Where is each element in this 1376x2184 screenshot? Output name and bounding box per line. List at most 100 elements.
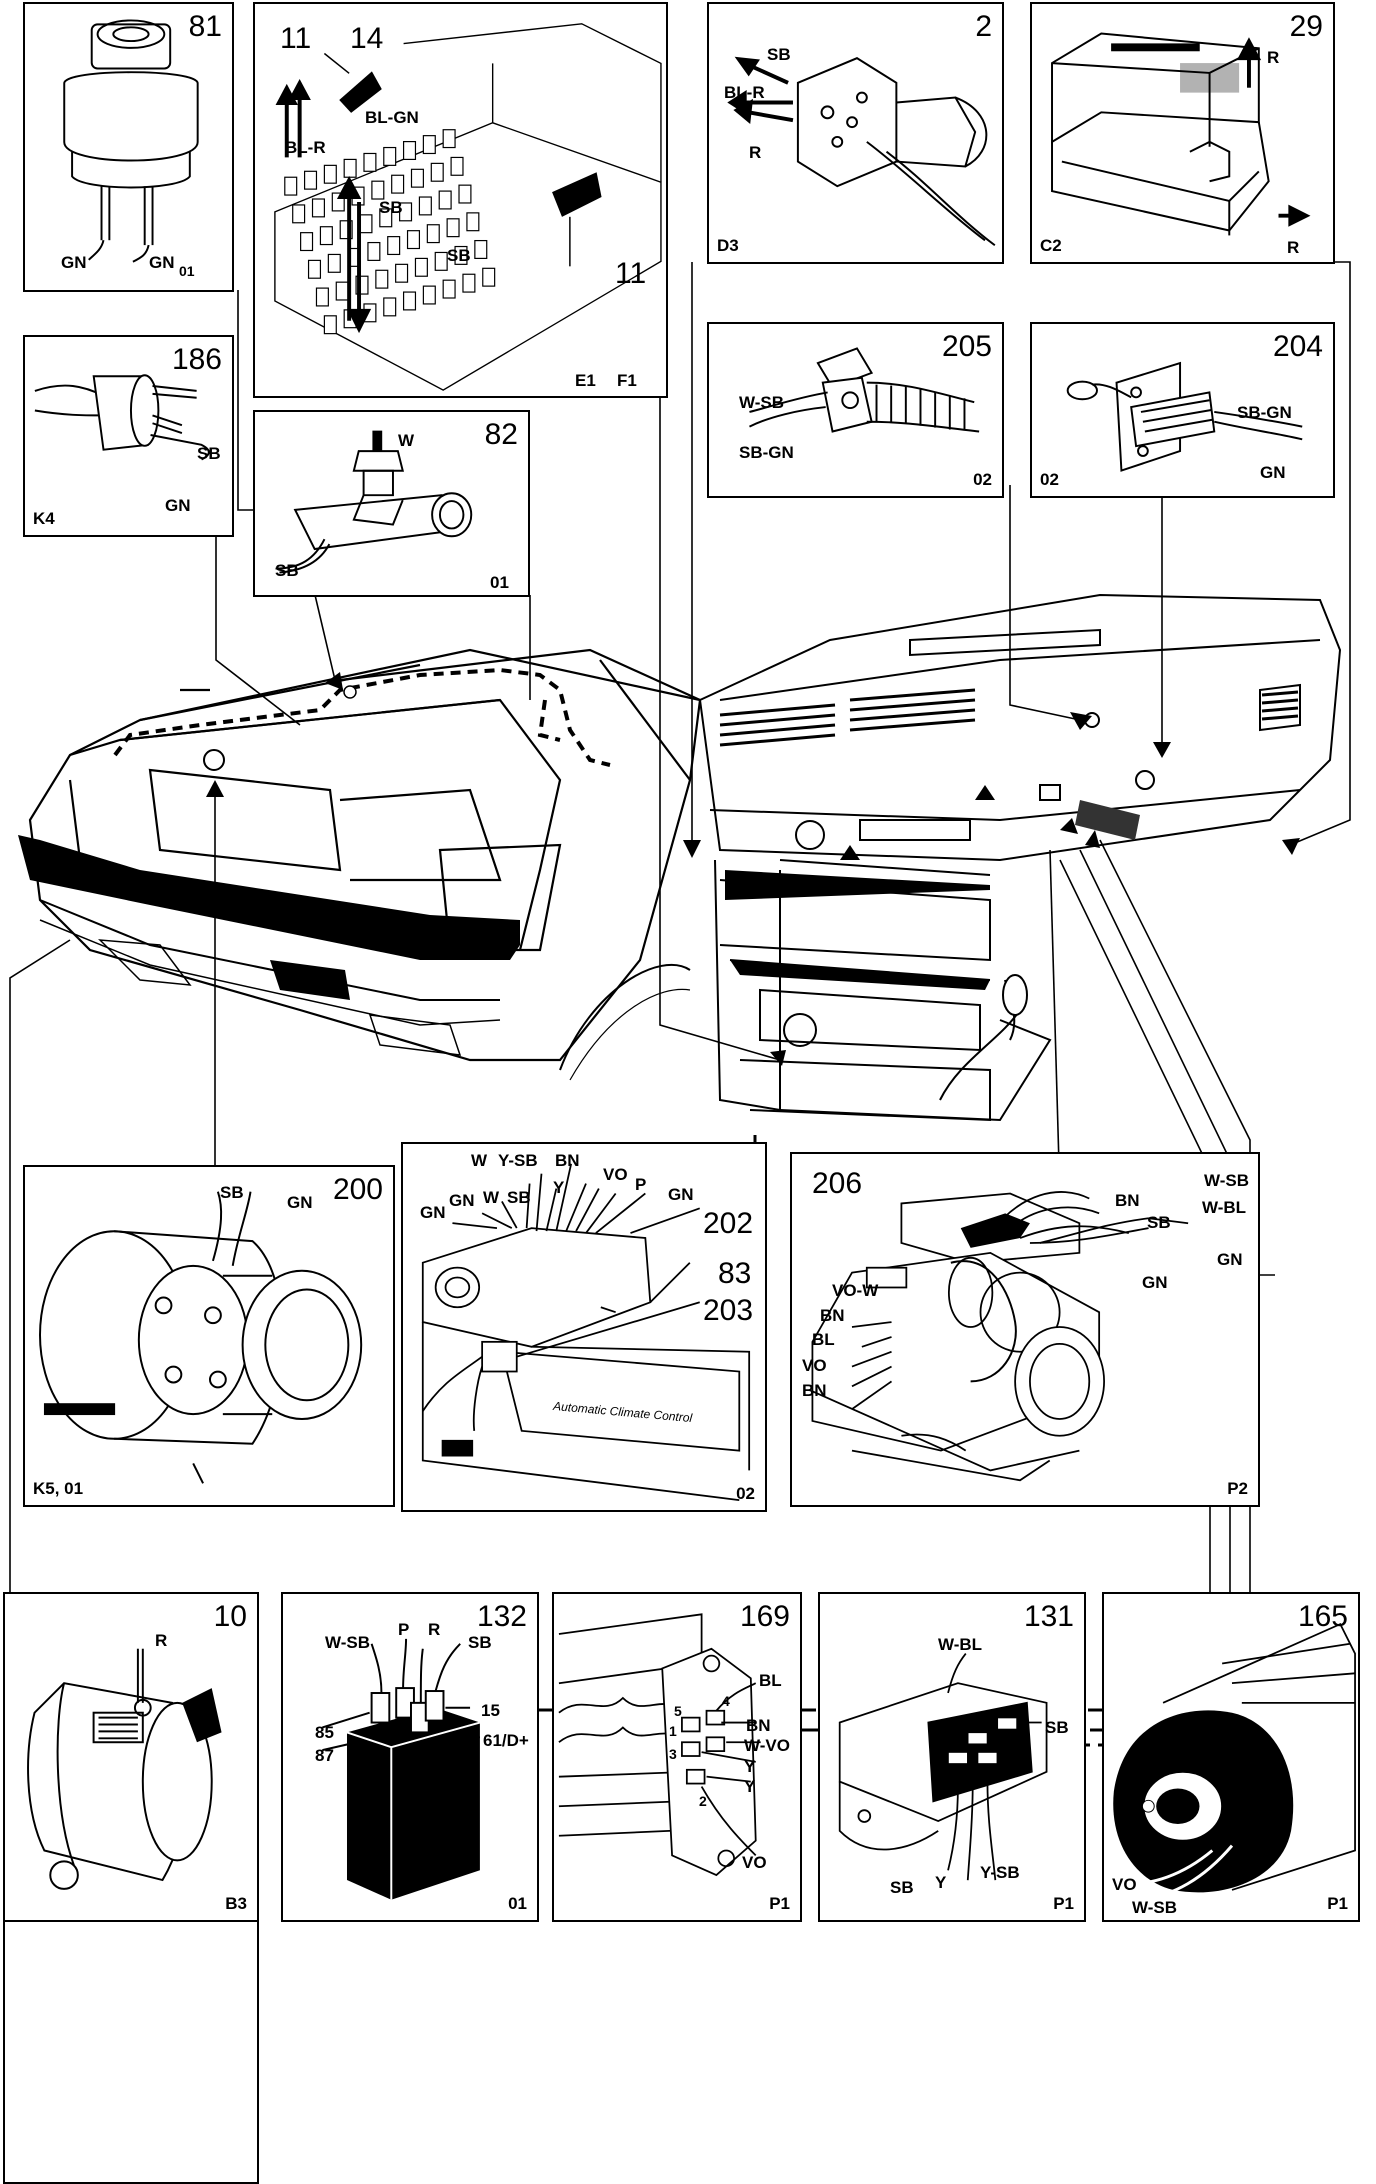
fuse-slot xyxy=(327,253,341,273)
fuse-slot xyxy=(426,224,440,244)
fuse-slot xyxy=(406,230,421,250)
compressor-clutch-icon xyxy=(39,1191,363,1484)
fuse-slot xyxy=(323,164,337,184)
wire-label-gn: GN xyxy=(149,253,175,272)
fuse-slot xyxy=(402,291,417,311)
wire-label-sb: SB xyxy=(197,444,221,463)
wire-label-bl-gn: BL-GN xyxy=(365,108,419,127)
fuse-slot xyxy=(303,170,318,190)
component-169-box: 169 BL BN W-VO Y Y VO 5 4 1 3 2 P1 xyxy=(552,1592,802,1922)
fuse-slot xyxy=(383,297,397,317)
fuse-slot xyxy=(335,281,349,301)
component-number: 132 xyxy=(476,1600,527,1633)
wire-label-bl: BL xyxy=(812,1330,835,1349)
fuse-slot xyxy=(418,196,432,216)
wire-label-sb: SB xyxy=(275,561,299,580)
location-code: 02 xyxy=(973,470,992,489)
wire-label-w-sb: W-SB xyxy=(739,393,784,412)
fuse-slot xyxy=(359,214,373,234)
wire-label-w-vo: W-VO xyxy=(744,1736,790,1755)
wire-label-sb: SB xyxy=(447,246,471,265)
location-code: P1 xyxy=(1327,1894,1348,1913)
wire-label-w-sb: W-SB xyxy=(1204,1171,1249,1190)
component-number: 205 xyxy=(941,330,992,363)
wire-label-w-bl: W-BL xyxy=(1202,1198,1247,1217)
pin-4: 4 xyxy=(722,1693,730,1709)
wire-label-vo: VO xyxy=(802,1356,827,1375)
component-number: 186 xyxy=(171,343,222,376)
wire-label-bn: BN xyxy=(820,1306,845,1325)
fuse-slot xyxy=(363,152,377,172)
component-number: 82 xyxy=(484,418,518,451)
pressure-switch-icon xyxy=(63,19,199,263)
location-code: P1 xyxy=(1053,1894,1074,1913)
wire-label-p: P xyxy=(398,1620,410,1639)
resistor-169-icon xyxy=(558,1613,761,1877)
fuse-slot xyxy=(474,239,488,259)
fuse-slot xyxy=(399,202,413,222)
location-code: P1 xyxy=(769,1894,790,1913)
wire-label-w: W xyxy=(471,1151,488,1170)
wire-label-y: Y xyxy=(744,1777,756,1796)
fuse-slot xyxy=(466,212,480,232)
relay-unit-icon xyxy=(1051,32,1311,236)
wire-label-sb: SB xyxy=(1147,1213,1171,1232)
light-switch-icon xyxy=(727,56,996,247)
wire-label-gn: GN xyxy=(287,1193,313,1212)
component-number: 131 xyxy=(1023,1600,1074,1633)
location-code: 01 xyxy=(508,1894,527,1913)
component-29-box: 29 R R C2 xyxy=(1030,2,1335,264)
fuse-slot xyxy=(434,251,448,271)
wire-label-gn: GN xyxy=(1142,1273,1168,1292)
location-code: B3 xyxy=(225,1894,247,1913)
relay-132-icon xyxy=(322,1638,481,1900)
fuse-slot xyxy=(454,245,468,265)
wire-label-sb: SB xyxy=(1045,1718,1069,1737)
wire-label-gn: GN xyxy=(668,1185,694,1204)
wire-label-r: R xyxy=(155,1631,168,1650)
component-number-11: 11 xyxy=(280,22,312,55)
wire-label-gn: GN xyxy=(1217,1250,1243,1269)
wire-label-r: R xyxy=(428,1620,441,1639)
fuse-slot xyxy=(343,158,357,178)
wire-label-vo: VO xyxy=(603,1165,628,1184)
fuse-slot xyxy=(458,184,472,204)
wire-label-sb: SB xyxy=(767,45,791,64)
wire-label-sb: SB xyxy=(468,1633,492,1652)
wire-label-w-sb: W-SB xyxy=(325,1633,370,1652)
wire-label-r: R xyxy=(1287,238,1300,257)
wire-label-bl-r: BL-R xyxy=(724,83,765,102)
component-number: 200 xyxy=(332,1173,383,1206)
wiring-diagram: 81 GN GN 01 11 14 11 BL-R xyxy=(3,2,1360,2184)
location-code: K5, 01 xyxy=(33,1479,84,1498)
pin-2: 2 xyxy=(699,1793,707,1809)
location-code: C2 xyxy=(1040,236,1062,255)
fuse-slot xyxy=(331,192,345,212)
fuse-slot xyxy=(383,146,397,166)
location-code-e1: E1 xyxy=(575,371,596,390)
fuse-slot xyxy=(414,257,428,277)
wire-label-vo: VO xyxy=(742,1853,767,1872)
component-number: 204 xyxy=(1272,330,1323,363)
component-number-83: 83 xyxy=(718,1257,752,1290)
component-number: 29 xyxy=(1289,10,1323,43)
location-code-f1: F1 xyxy=(617,371,637,390)
component-186-box: 186 SB GN K4 xyxy=(23,335,234,537)
wire-label-r: R xyxy=(749,143,762,162)
pin-1: 1 xyxy=(669,1723,677,1739)
wire-label-sb-gn: SB-GN xyxy=(739,443,794,462)
fuse-slot xyxy=(395,263,409,283)
blower-motor-icon xyxy=(1113,1622,1356,1902)
fuse-slot xyxy=(319,226,333,246)
fuse-slot xyxy=(430,162,444,182)
fuse-slot xyxy=(410,168,424,188)
fuse-slot xyxy=(462,273,476,293)
car-illustration xyxy=(18,593,1342,1122)
component-132-box: 132 W-SB P R SB 85 87 15 61/D+ 01 xyxy=(281,1592,539,1922)
component-11-14-box: 11 14 11 BL-R BL-GN SB SB E1 F1 xyxy=(253,2,668,398)
component-81-box: 81 GN GN 01 xyxy=(23,2,234,292)
wire-label-y: Y xyxy=(935,1873,947,1892)
wire-label-vo: VO xyxy=(1112,1875,1137,1894)
component-number: 169 xyxy=(739,1600,790,1633)
switch-186-icon xyxy=(34,374,210,461)
